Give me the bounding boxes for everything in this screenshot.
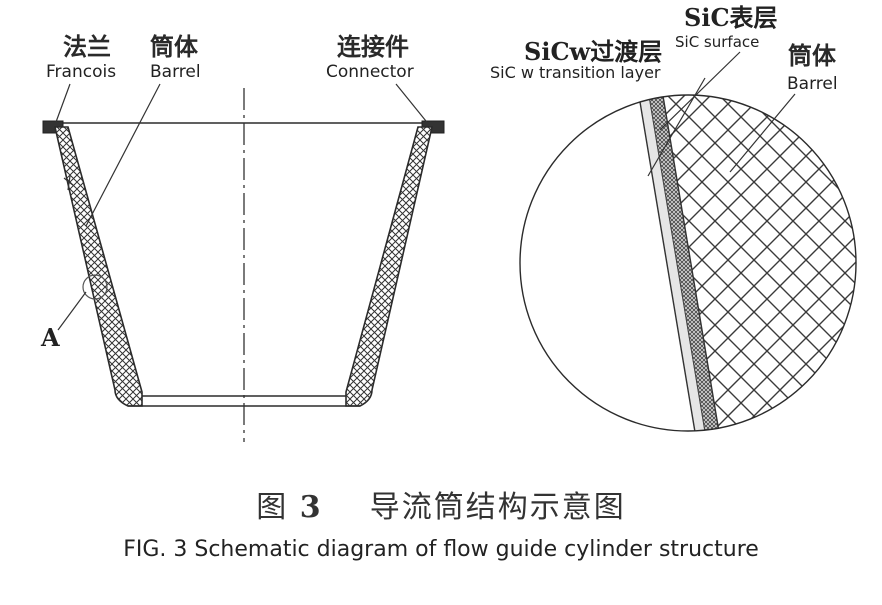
wall-mark	[63, 175, 75, 191]
detail-marker-a: A	[41, 323, 60, 352]
sicw-label-en: SiC w transition layer	[490, 63, 661, 82]
flange-leader	[55, 83, 71, 123]
caption-cn-prefix: 图	[256, 490, 289, 525]
sicw-label-cn: SiCw过渡层	[524, 37, 663, 66]
barrel-leader	[85, 83, 161, 227]
barrel-label-cn: 筒体	[150, 33, 198, 61]
detail-barrel-label-en: Barrel	[787, 74, 838, 94]
detail-interface-3	[661, 95, 723, 431]
sic-surface-label-en: SiC surface	[675, 33, 760, 51]
detail-interface-2	[647, 95, 709, 431]
left-barrel-wall	[53, 126, 143, 407]
detail-interface-1	[637, 95, 699, 431]
barrel-label-en: Barrel	[150, 62, 201, 82]
caption-cn-number: 3	[299, 490, 323, 525]
detail-circle-a	[82, 274, 108, 300]
caption-cn-title: 导流筒结构示意图	[369, 490, 626, 525]
detail-barrel-leader	[729, 93, 796, 173]
detail-a-leader	[57, 291, 87, 331]
flange-label-cn: 法兰	[63, 33, 111, 61]
connector-label-en: Connector	[326, 62, 414, 82]
sicw-leader	[647, 77, 706, 177]
connector-label-cn: 连接件	[337, 33, 409, 61]
sic-surface-label-cn: SiC表层	[684, 3, 778, 32]
detail-view	[637, 95, 856, 431]
connector-leader	[395, 83, 431, 127]
detail-outline	[519, 94, 857, 432]
sic-surface-leader	[659, 51, 741, 131]
flange-label-en: Francois	[46, 62, 117, 82]
caption-cn: 图 3 导流筒结构示意图	[0, 482, 882, 526]
caption-en: FIG. 3 Schematic diagram of flow guide c…	[123, 537, 759, 562]
detail-sic-surface-band	[648, 95, 722, 431]
right-barrel-wall	[345, 126, 434, 407]
detail-barrel-label-cn: 筒体	[788, 42, 836, 70]
